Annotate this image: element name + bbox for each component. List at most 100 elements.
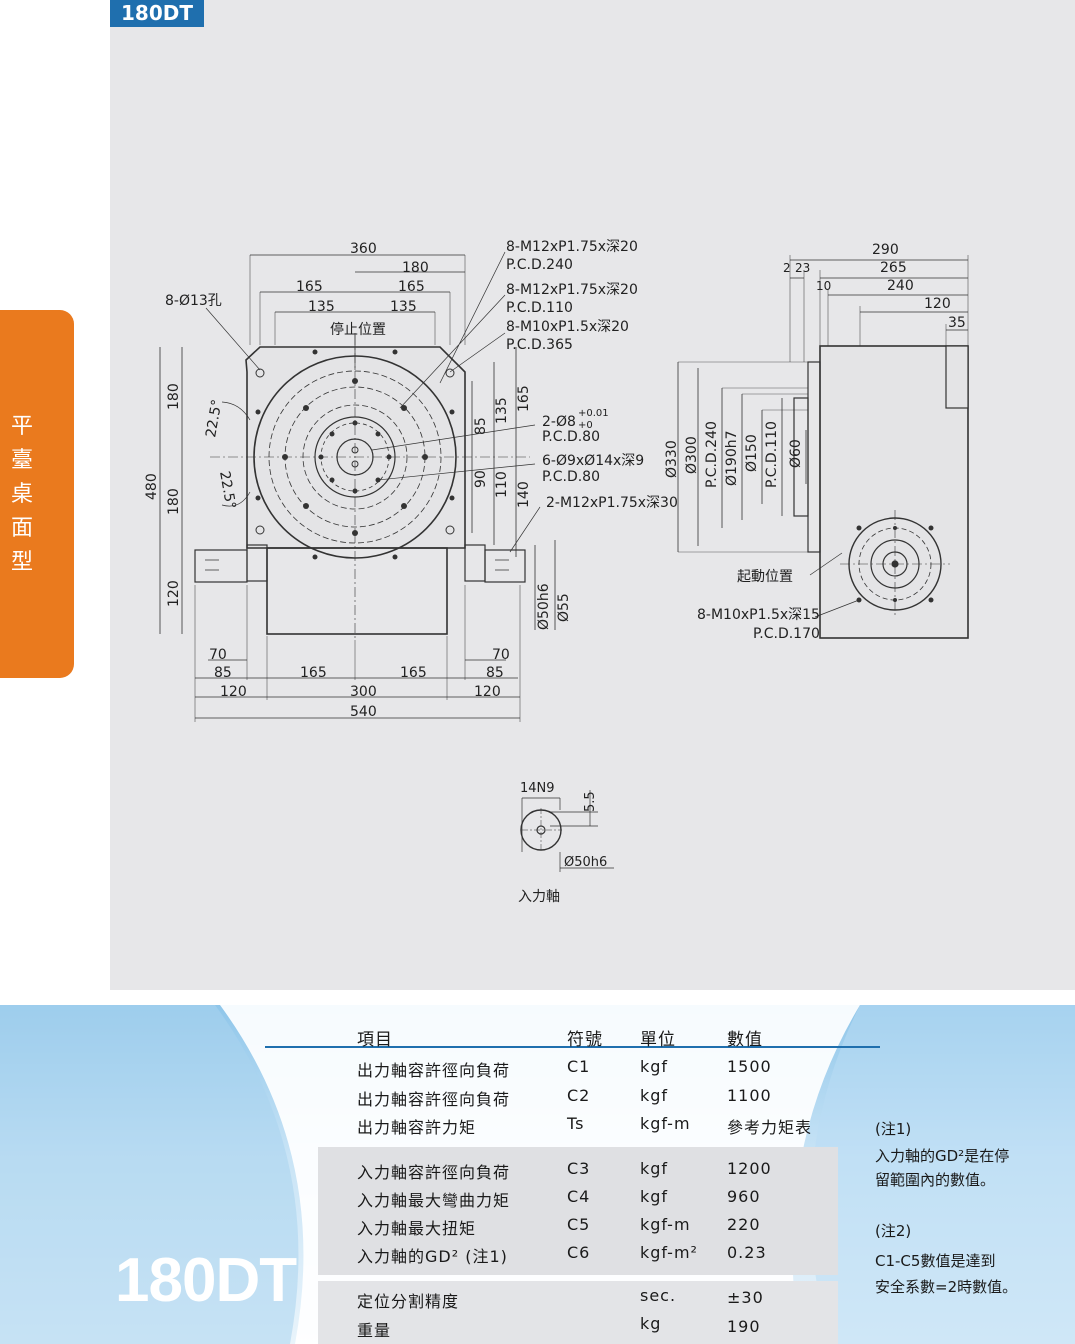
note1-line: 入力軸的GD²是在停 [875,1147,1010,1165]
dim-top: 135 [390,299,417,315]
dim-right: 90 [473,470,489,488]
shaft-dim: Ø50h6 [536,583,552,630]
dim-bottom: 120 [474,684,501,700]
spec-value: 220 [727,1215,761,1234]
spec-item: 重量 [357,1321,392,1340]
callout: 8-M12xP1.75x深20 [506,239,638,255]
front-view [159,251,556,722]
spec-unit: kgf-m [640,1215,691,1234]
category-char: 臺 [10,448,33,473]
dim-right: 85 [473,417,489,435]
category-char: 面 [10,516,33,541]
side-dim-top: 265 [880,260,907,276]
technical-drawing: 360 180 165 165 135 135 8-Ø13孔 停止位置 8-M1… [144,239,969,905]
dim-left: 120 [166,580,182,607]
header-item: 項目 [357,1030,393,1050]
angle-label: 22.5° [216,470,238,510]
spec-unit: kgf [640,1187,669,1206]
dim-right: 140 [516,481,532,508]
dim-bottom: 300 [350,684,377,700]
category-char: 平 [10,414,33,439]
start-position-label: 起動位置 [737,569,793,585]
category-char: 型 [10,550,33,575]
keyway-label: 14N9 [520,781,555,796]
note2-line: C1-C5數值是達到 [875,1252,996,1270]
dim-bottom: 70 [209,647,227,663]
side-dim-diameter: P.C.D.110 [764,421,780,488]
spec-value: 參考力矩表 [727,1118,813,1137]
side-dim-top: 2 [783,261,791,275]
callout-tolerance-lower: +0 [578,420,593,431]
side-dim-top: 23 [795,261,810,275]
callout: 2-Ø8 [542,414,576,430]
spec-symbol: C4 [567,1187,591,1206]
specs-panel: 180DT 項目 符號 單位 數值 出力軸容許徑向負荷 C1 kgf 1500 … [0,1005,1075,1344]
side-dim-diameter: P.C.D.240 [704,421,720,488]
spec-unit: kgf-m² [640,1243,698,1262]
spec-item: 出力軸容許徑向負荷 [357,1090,511,1109]
category-char: 桌 [10,482,33,507]
spec-value: 1200 [727,1159,772,1178]
callout-tolerance-upper: +0.01 [578,408,609,419]
spec-item: 入力軸最大彎曲力矩 [357,1191,511,1210]
spec-value: 1100 [727,1086,772,1105]
dim-top: 165 [296,279,323,295]
spec-symbol: C5 [567,1215,591,1234]
side-callout: 8-M10xP1.5x深15 [697,607,820,623]
callout: 6-Ø9xØ14x深9 [542,453,644,469]
spec-value: ±30 [727,1288,764,1307]
dim-top: 180 [402,260,429,276]
note1-title: (注1) [875,1120,912,1138]
spec-item: 入力軸最大扭矩 [357,1219,477,1238]
specs-band-misc [318,1281,838,1344]
callout: 2-M12xP1.75x深30 [546,495,678,511]
side-dim-top: 120 [924,296,951,312]
side-callout-pcd: P.C.D.170 [753,626,820,642]
dim-left: 480 [144,473,160,500]
spec-item: 出力軸容許力矩 [357,1118,477,1137]
callout-pcd: P.C.D.80 [542,429,600,445]
keyway-depth: 5.5 [583,791,598,812]
side-dim-diameter: Ø190h7 [724,430,740,486]
side-dim-top: 240 [887,278,914,294]
category-side-tab: 平 臺 桌 面 型 [0,310,74,678]
shaft-dim: Ø55 [556,593,572,622]
dim-bottom: 540 [350,704,377,720]
note2-title: (注2) [875,1222,912,1240]
spec-unit: kgf-m [640,1114,691,1133]
dim-right: 135 [494,397,510,424]
spec-value: 0.23 [727,1243,767,1262]
dim-left: 180 [166,383,182,410]
big-model-label: 180DT [115,1246,297,1315]
spec-value: 190 [727,1317,761,1336]
dim-top: 360 [350,241,377,257]
note1-line: 留範圍內的數值。 [875,1171,996,1189]
spec-unit: kgf [640,1057,669,1076]
header-symbol: 符號 [567,1030,603,1050]
dim-bottom: 85 [214,665,232,681]
dim-top: 135 [308,299,335,315]
spec-unit: sec. [640,1286,677,1305]
spec-symbol: C1 [567,1057,591,1076]
side-dim-diameter: Ø330 [664,440,680,478]
spec-item: 入力軸的GD² (注1) [357,1247,508,1266]
side-view [677,255,969,639]
dim-right: 165 [516,385,532,412]
note2-line: 安全系數=2時數值。 [875,1278,1018,1296]
dim-top: 165 [398,279,425,295]
callout-pcd: P.C.D.240 [506,257,573,273]
callout-pcd: P.C.D.80 [542,469,600,485]
dim-bottom: 165 [400,665,427,681]
dim-left: 180 [166,488,182,515]
stop-position-label: 停止位置 [330,321,386,338]
spec-item: 入力軸容許徑向負荷 [357,1163,511,1182]
angle-label: 22.5° [203,398,225,438]
spec-unit: kgf [640,1086,669,1105]
callout: 8-M10xP1.5x深20 [506,319,629,335]
model-tab: 180DT [110,0,204,27]
header-unit: 單位 [640,1030,676,1050]
side-dim-top: 290 [872,242,899,258]
spec-symbol: C6 [567,1243,591,1262]
input-shaft-label: 入力軸 [518,889,560,905]
spec-unit: kgf [640,1159,669,1178]
